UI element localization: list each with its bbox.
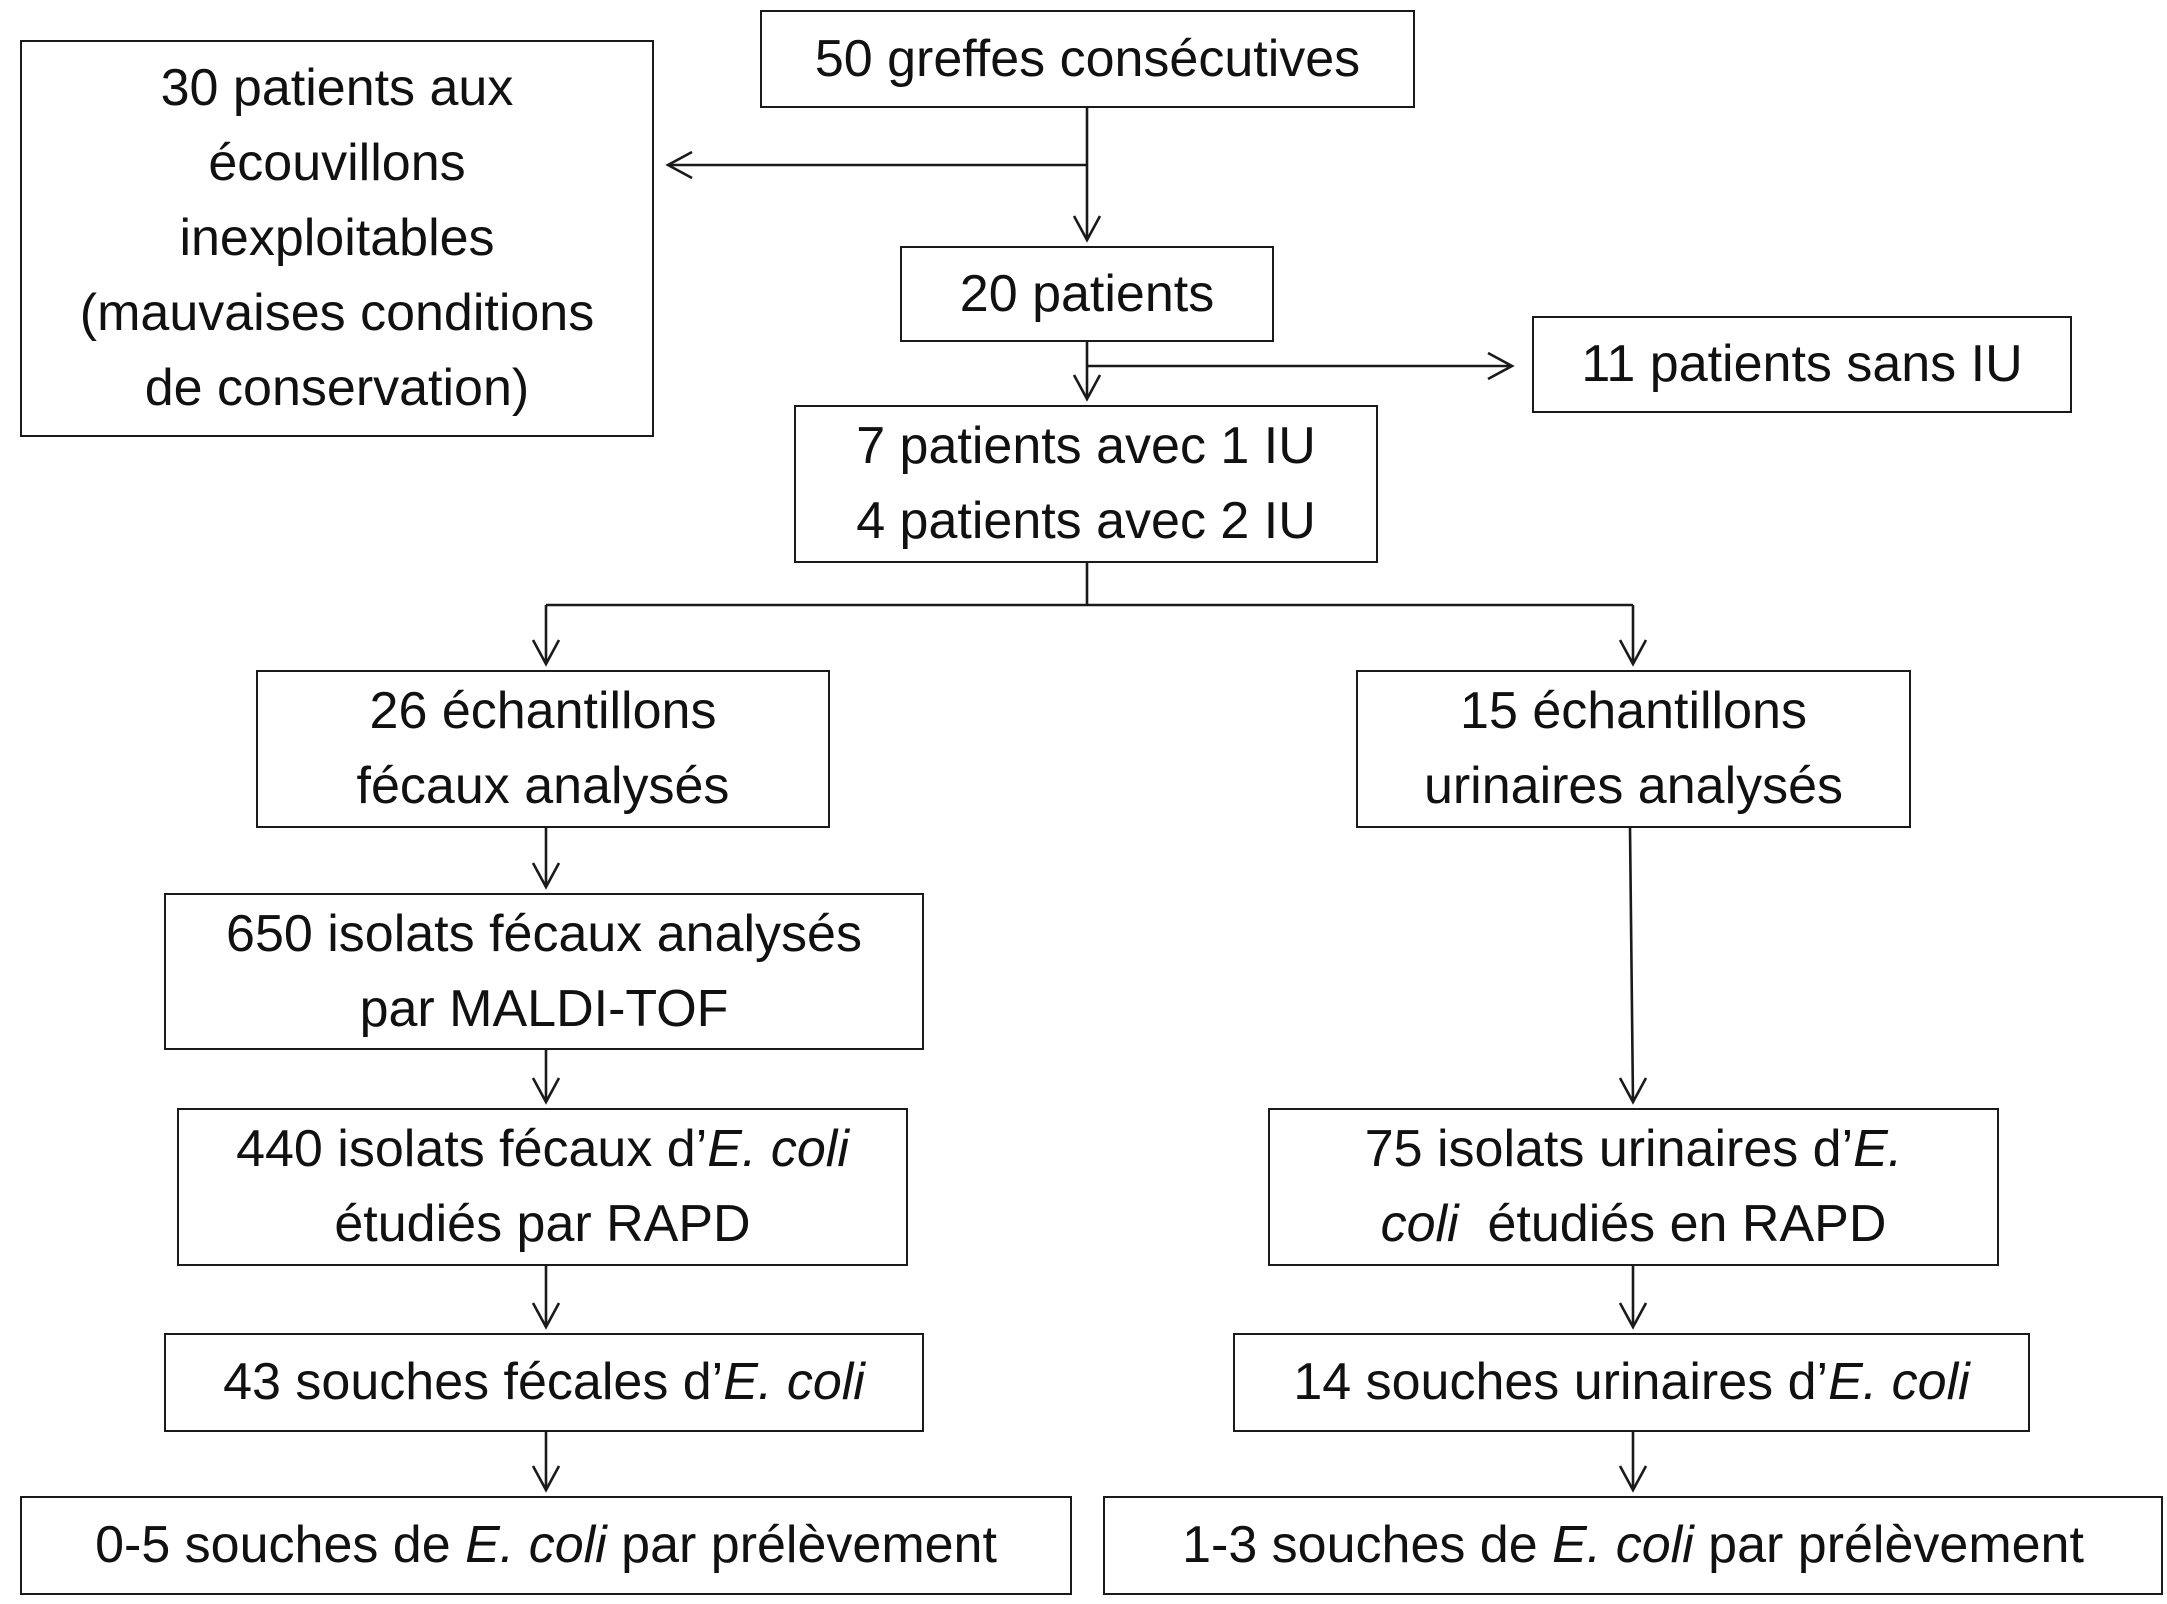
box-excluded-line-4: (mauvaises conditions [79,284,595,342]
box-fecal-strains-line-1: 43 souches fécales d’E. coli [223,1345,865,1420]
arrowhead-left [665,150,693,180]
box-avec-iu-line-2: 4 patients avec 2 IU [856,492,1316,550]
box-urine-samples-line-1: 15 échantillons [1460,682,1807,740]
box-urine-isolates: 75 isolats urinaires d’E. coli étudiés e… [1268,1108,1999,1266]
box-excluded-line-2: écouvillons [208,134,466,192]
box-patients-sans-iu: 11 patients sans IU [1532,316,2072,413]
box-avec-iu-line-1: 7 patients avec 1 IU [856,417,1316,475]
box-urine-samples-line-2: urinaires analysés [1423,757,1844,815]
arrowhead-down [1618,1465,1648,1493]
arrowhead-down [531,862,561,890]
arrowhead-down [1072,374,1102,402]
fecal-isolates-species: E. coli [707,1120,849,1178]
fecal-range-suffix: par prélèvement [606,1516,997,1574]
box-maldi-isolates: 650 isolats fécaux analysés par MALDI-TO… [164,893,924,1050]
connector-urine-to-isolates [1628,827,1635,1103]
arrowhead-right [1487,351,1515,381]
box-fecal-isolates-line-2: étudiés par RAPD [334,1195,751,1253]
arrowhead-down [531,1077,561,1105]
box-urine-samples: 15 échantillons urinaires analysés [1356,670,1911,828]
fecal-isolates-text: 440 isolats fécaux d’ [236,1120,708,1178]
box-20-patients-line-1: 20 patients [959,264,1215,323]
fecal-strains-species: E. coli [723,1353,865,1411]
box-greffes: 50 greffes consécutives [760,10,1415,108]
arrowhead-down [1072,215,1102,243]
urine-range-species: E. coli [1552,1516,1694,1574]
box-patients-avec-iu: 7 patients avec 1 IU 4 patients avec 2 I… [794,405,1378,563]
box-urine-strains: 14 souches urinaires d’E. coli [1233,1333,2030,1432]
box-excluded-patients: 30 patients aux écouvillons inexploitabl… [20,40,654,437]
box-sans-iu-line-1: 11 patients sans IU [1581,335,2023,393]
box-fecal-samples-line-1: 26 échantillons [369,682,717,740]
box-maldi-line-1: 650 isolats fécaux analysés [226,904,862,963]
fecal-range-species: E. coli [465,1516,607,1574]
urine-isolates-text: 75 isolats urinaires d’ [1364,1120,1854,1178]
arrowhead-down [531,639,561,667]
box-fecal-range: 0-5 souches de E. coli par prélèvement [20,1496,1072,1595]
arrowhead-down [531,1302,561,1330]
box-fecal-isolates: 440 isolats fécaux d’E. coli étudiés par… [177,1108,908,1266]
urine-isolates-genus: E. [1853,1120,1903,1178]
fecal-strains-text: 43 souches fécales d’ [223,1353,724,1411]
urine-range-suffix: par prélèvement [1693,1516,2084,1574]
box-fecal-samples: 26 échantillons fécaux analysés [256,670,830,828]
box-urine-range: 1-3 souches de E. coli par prélèvement [1103,1496,2163,1595]
arrowhead-down [1618,639,1648,667]
urine-strains-text: 14 souches urinaires d’ [1293,1353,1829,1411]
box-fecal-samples-line-2: fécaux analysés [356,757,730,815]
arrowhead-down [531,1465,561,1493]
urine-isolates-method: étudiés en RAPD [1458,1195,1887,1253]
box-excluded-line-1: 30 patients aux [160,59,514,117]
box-fecal-range-line-1: 0-5 souches de E. coli par prélèvement [95,1508,997,1583]
box-fecal-strains: 43 souches fécales d’E. coli [164,1333,924,1432]
box-urine-strains-line-1: 14 souches urinaires d’E. coli [1293,1345,1969,1420]
fecal-range-text: 0-5 souches de [95,1516,466,1574]
urine-strains-species: E. coli [1828,1353,1970,1411]
arrowhead-down [1618,1302,1648,1330]
box-fecal-isolates-line-1: 440 isolats fécaux d’E. coli [236,1112,849,1187]
box-excluded-line-3: inexploitables [179,209,495,267]
box-greffes-line-1: 50 greffes consécutives [814,29,1361,88]
box-urine-isolates-line-1: 75 isolats urinaires d’E. [1365,1112,1903,1187]
box-excluded-line-5: de conservation) [144,359,530,417]
urine-range-text: 1-3 souches de [1182,1516,1553,1574]
arrowhead-down [1618,1077,1648,1105]
box-urine-range-line-1: 1-3 souches de E. coli par prélèvement [1182,1508,2084,1583]
box-20-patients: 20 patients [900,246,1274,342]
box-urine-isolates-line-2: coli étudiés en RAPD [1365,1187,1903,1262]
box-maldi-line-2: par MALDI-TOF [359,979,729,1038]
urine-isolates-species: coli [1380,1195,1459,1253]
